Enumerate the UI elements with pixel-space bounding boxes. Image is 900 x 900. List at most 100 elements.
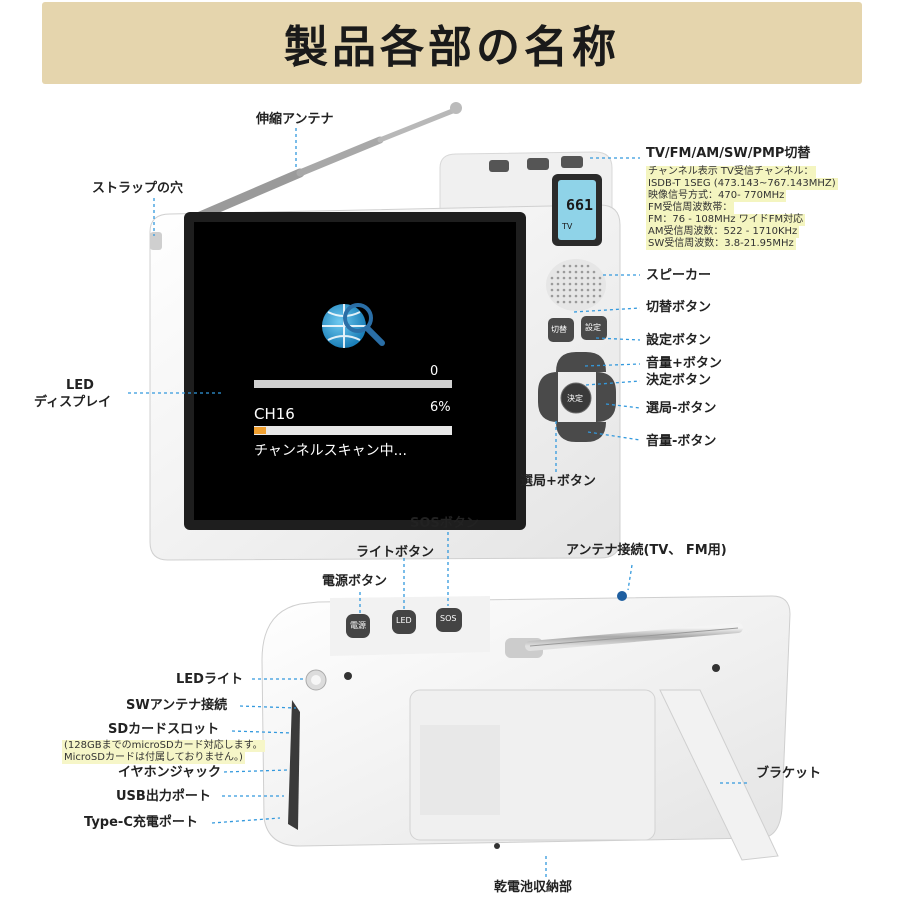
label-bracket: ブラケット bbox=[756, 766, 822, 781]
speaker-hole bbox=[556, 270, 560, 274]
speaker-hole bbox=[556, 282, 560, 286]
speaker-hole bbox=[598, 294, 602, 298]
label-light-button: ライトボタン bbox=[356, 545, 435, 560]
speaker-hole bbox=[550, 276, 554, 280]
speaker-hole bbox=[586, 264, 590, 268]
label-volume-down: 音量-ボタン bbox=[646, 434, 717, 449]
speaker-hole bbox=[586, 270, 590, 274]
spec-line: AM受信周波数：522 - 1710KHz bbox=[646, 226, 800, 238]
speaker-hole bbox=[586, 276, 590, 280]
leader-lines bbox=[128, 128, 750, 878]
label-battery: 乾電池収納部 bbox=[494, 880, 573, 895]
speaker-hole bbox=[586, 300, 590, 304]
spec-line: FM：76 - 108MHz ワイドFM対応 bbox=[646, 214, 806, 226]
spec-line: ISDB-T 1SEG (473.143~767.143MHZ) bbox=[646, 178, 838, 190]
power-button-label: 電源 bbox=[350, 621, 366, 630]
sos-button[interactable] bbox=[436, 608, 462, 632]
speaker-hole bbox=[568, 282, 572, 286]
scan-globe-icon bbox=[322, 303, 385, 348]
sos-button-label: SOS bbox=[440, 614, 457, 623]
label-led-display-2: ディスプレイ bbox=[34, 395, 112, 410]
power-button[interactable] bbox=[346, 614, 370, 638]
label-typec: Type-C充電ポート bbox=[84, 815, 198, 830]
speaker-hole bbox=[598, 276, 602, 280]
speaker-hole bbox=[586, 288, 590, 292]
label-channel-up: 選局+ボタン bbox=[520, 474, 596, 489]
speaker-hole bbox=[592, 282, 596, 286]
speaker-hole bbox=[568, 270, 572, 274]
label-strap-hole: ストラップの穴 bbox=[92, 181, 184, 196]
speaker-hole bbox=[562, 282, 566, 286]
label-led-display-1: LED bbox=[66, 378, 94, 393]
speaker-hole bbox=[550, 288, 554, 292]
screen-channel: CH16 bbox=[254, 405, 295, 423]
speaker-hole bbox=[574, 288, 578, 292]
speaker-hole bbox=[556, 288, 560, 292]
label-sd-note-1: (128GBまでのmicroSDカード対応します。 bbox=[62, 740, 265, 752]
light-button-label: LED bbox=[396, 616, 412, 625]
speaker-hole bbox=[556, 294, 560, 298]
label-antenna: 伸縮アンテナ bbox=[256, 112, 334, 127]
speaker-hole bbox=[598, 282, 602, 286]
label-sd-note-2: MicroSDカードは付属しておりません。) bbox=[62, 752, 245, 764]
speaker-hole bbox=[574, 270, 578, 274]
label-earphone: イヤホンジャック bbox=[118, 765, 221, 780]
settings-button-label: 設定 bbox=[585, 323, 601, 332]
label-mode-switch: TV/FM/AM/SW/PMP切替 bbox=[646, 146, 811, 161]
speaker-hole bbox=[562, 288, 566, 292]
screen-count: 0 bbox=[430, 364, 439, 379]
spec-line: SW受信周波数：3.8-21.95MHz bbox=[646, 238, 796, 250]
screen-status: チャンネルスキャン中... bbox=[254, 443, 407, 459]
speaker-hole bbox=[568, 264, 572, 268]
speaker-hole bbox=[586, 282, 590, 286]
light-button[interactable] bbox=[392, 610, 416, 634]
spec-line: FM受信周波数帯： bbox=[646, 202, 735, 214]
label-sw-antenna: SWアンテナ接続 bbox=[126, 698, 228, 713]
speaker-hole bbox=[592, 276, 596, 280]
label-switch-button: 切替ボタン bbox=[646, 300, 712, 315]
telescopic-antenna bbox=[195, 102, 462, 221]
label-sos-button: SOSボタン bbox=[410, 516, 479, 531]
count-bar bbox=[254, 380, 452, 388]
spec-line: 映像信号方式：470- 770MHz bbox=[646, 190, 787, 202]
channel-lcd bbox=[558, 180, 596, 240]
label-channel-down: 選局-ボタン bbox=[646, 401, 717, 416]
speaker-hole bbox=[580, 288, 584, 292]
title-banner: 製品各部の名称 bbox=[42, 2, 862, 84]
speaker-hole bbox=[592, 270, 596, 274]
speaker-hole bbox=[568, 288, 572, 292]
spec-line: チャンネル表示 TV受信チャンネル： bbox=[646, 166, 816, 178]
speaker-hole bbox=[562, 300, 566, 304]
label-power-button: 電源ボタン bbox=[322, 574, 388, 589]
speaker-hole bbox=[574, 294, 578, 298]
settings-button[interactable] bbox=[581, 316, 607, 340]
side-port-panel bbox=[288, 700, 300, 830]
speaker-hole bbox=[562, 264, 566, 268]
speaker-hole bbox=[574, 264, 578, 268]
speaker-hole bbox=[550, 282, 554, 286]
antenna-connector bbox=[617, 591, 627, 601]
speaker-hole bbox=[568, 276, 572, 280]
lcd-mode: TV bbox=[562, 222, 573, 231]
speaker-hole bbox=[580, 282, 584, 286]
speaker-hole bbox=[580, 294, 584, 298]
speaker-hole bbox=[562, 294, 566, 298]
speaker-hole bbox=[574, 300, 578, 304]
speaker-hole bbox=[574, 282, 578, 286]
bracket bbox=[659, 689, 779, 861]
speaker-hole bbox=[562, 276, 566, 280]
switch-button[interactable] bbox=[548, 318, 574, 342]
label-speaker: スピーカー bbox=[646, 268, 712, 283]
speaker-hole bbox=[592, 300, 596, 304]
speaker-hole bbox=[580, 264, 584, 268]
label-volume-up: 音量+ボタン bbox=[646, 356, 722, 371]
speaker-hole bbox=[556, 300, 560, 304]
switch-button-label: 切替 bbox=[551, 325, 567, 334]
speaker-hole bbox=[580, 270, 584, 274]
label-led-light: LEDライト bbox=[176, 672, 243, 687]
label-usb-out: USB出力ポート bbox=[116, 789, 211, 804]
speaker-hole bbox=[568, 294, 572, 298]
speaker-hole bbox=[556, 276, 560, 280]
speaker-hole bbox=[592, 294, 596, 298]
